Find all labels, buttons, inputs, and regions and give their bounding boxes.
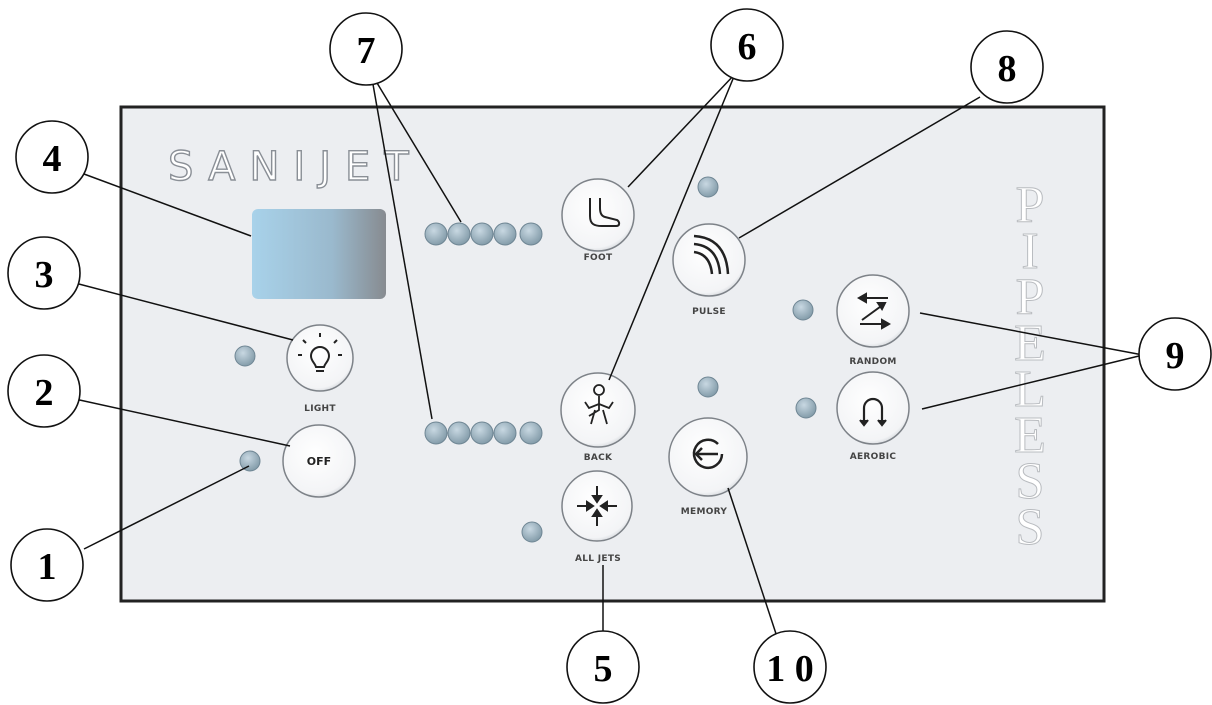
callout-5: 5 (566, 630, 640, 704)
random-button-label: RANDOM (849, 357, 896, 367)
led (447, 222, 471, 246)
light-led (234, 345, 256, 367)
side-text-letter: P (1016, 269, 1045, 326)
memory-led (697, 376, 719, 398)
foot-level-leds (424, 222, 543, 246)
svg-text:3: 3 (35, 254, 54, 296)
side-text-letter: L (1014, 361, 1046, 418)
led (447, 421, 471, 445)
memory-button[interactable] (668, 417, 748, 497)
all-jets-button[interactable] (561, 470, 633, 542)
off-button-text: OFF (307, 455, 331, 468)
svg-text:9: 9 (1166, 335, 1185, 377)
random-led (792, 299, 814, 321)
light-button-label: LIGHT (304, 404, 336, 414)
pulse-waves-icon (693, 234, 730, 275)
brand-logo: SANIJET (168, 144, 423, 190)
led (424, 421, 448, 445)
side-text-letter: E (1014, 407, 1046, 464)
led (470, 222, 494, 246)
random-arrows-icon (856, 292, 892, 330)
aerobic-button[interactable] (836, 371, 910, 445)
pulse-button-label: PULSE (692, 307, 726, 317)
led (519, 222, 543, 246)
power-led (239, 450, 261, 472)
led (519, 421, 543, 445)
foot-button[interactable] (561, 178, 635, 252)
callout-6: 6 (710, 8, 784, 82)
foot-icon (589, 198, 621, 227)
callout-9: 9 (1138, 317, 1212, 391)
aerobic-button-label: AEROBIC (850, 452, 897, 462)
memory-recall-icon (692, 438, 724, 470)
light-bulb-icon (298, 333, 342, 372)
back-button[interactable] (560, 372, 636, 448)
back-level-leds (424, 421, 543, 445)
svg-text:5: 5 (594, 648, 613, 690)
callout-3: 3 (7, 236, 81, 310)
pulse-led (697, 176, 719, 198)
memory-button-label: MEMORY (681, 507, 728, 517)
back-button-label: BACK (584, 453, 613, 463)
side-text-letter: S (1016, 499, 1045, 556)
svg-text:7: 7 (357, 30, 376, 72)
side-text-letter: I (1021, 223, 1038, 280)
light-button[interactable] (286, 324, 354, 392)
side-text-letter: P (1016, 177, 1045, 234)
callout-4: 4 (15, 120, 89, 194)
side-text-letter: E (1014, 315, 1046, 372)
aerobic-loop-icon (859, 397, 887, 427)
svg-text:1: 1 (38, 546, 57, 588)
svg-text:4: 4 (43, 138, 62, 180)
svg-text:1 0: 1 0 (766, 648, 814, 690)
callout-10: 1 0 (753, 630, 827, 704)
display-screen (252, 209, 386, 299)
led (424, 222, 448, 246)
random-button[interactable] (836, 274, 910, 348)
aerobic-led (795, 397, 817, 419)
callout-7: 7 (329, 12, 403, 86)
led (493, 222, 517, 246)
converging-arrows-icon (577, 486, 617, 526)
led (470, 421, 494, 445)
off-button[interactable]: OFF (282, 424, 356, 498)
svg-text:2: 2 (35, 372, 54, 414)
back-body-icon (584, 384, 614, 425)
callout-1: 1 (10, 528, 84, 602)
all-jets-button-label: ALL JETS (575, 554, 621, 564)
pulse-button[interactable] (672, 223, 746, 297)
side-text-letter: S (1016, 453, 1045, 510)
led (493, 421, 517, 445)
foot-button-label: FOOT (584, 253, 613, 263)
svg-text:6: 6 (738, 26, 757, 68)
callout-8: 8 (970, 30, 1044, 104)
callout-2: 2 (7, 354, 81, 428)
all-jets-led (521, 521, 543, 543)
svg-text:8: 8 (998, 48, 1017, 90)
